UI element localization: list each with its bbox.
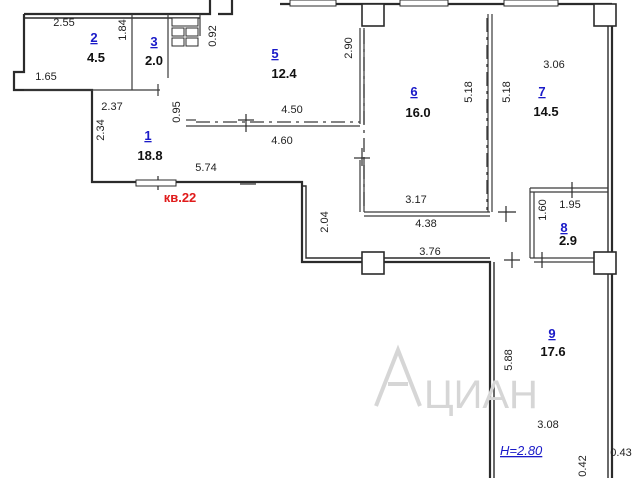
room-number-7: 7 bbox=[538, 84, 545, 99]
dim-2.55: 2.55 bbox=[53, 17, 74, 29]
room-area-1: 18.8 bbox=[137, 148, 162, 163]
dim-4.38: 4.38 bbox=[415, 218, 436, 230]
dim-4.50: 4.50 bbox=[281, 104, 302, 116]
room-area-9: 17.6 bbox=[540, 344, 565, 359]
dim-2.34: 2.34 bbox=[95, 119, 107, 140]
dim-1.65: 1.65 bbox=[35, 71, 56, 83]
room-number-1: 1 bbox=[144, 128, 151, 143]
room-number-2: 2 bbox=[90, 30, 97, 45]
dim-5.88: 5.88 bbox=[503, 349, 515, 370]
room-number-5: 5 bbox=[271, 46, 278, 61]
dim-4.60: 4.60 bbox=[271, 135, 292, 147]
dim-0.43: 0.43 bbox=[610, 447, 631, 459]
watermark-text: ЦИАН bbox=[424, 373, 538, 417]
room-area-5: 12.4 bbox=[271, 66, 297, 81]
room-number-3: 3 bbox=[150, 34, 157, 49]
room-areas: 18.8 4.5 2.0 12.4 16.0 14.5 2.9 17.6 bbox=[87, 50, 577, 359]
dim-5.18-left: 5.18 bbox=[463, 81, 475, 102]
room-number-9: 9 bbox=[548, 326, 555, 341]
dim-0.95: 0.95 bbox=[171, 101, 183, 122]
dim-3.08: 3.08 bbox=[537, 419, 558, 431]
dimensions-vertical: 1.84 0.92 2.90 0.95 2.34 5.18 5.18 1.60 … bbox=[95, 19, 589, 476]
dimensions-horizontal: 2.55 3.06 1.65 2.37 4.50 4.60 5.74 3.17 … bbox=[35, 17, 631, 459]
dim-0.92: 0.92 bbox=[207, 25, 219, 46]
watermark: ЦИАН bbox=[374, 344, 538, 417]
dim-0.42: 0.42 bbox=[577, 455, 589, 476]
room-area-2: 4.5 bbox=[87, 50, 105, 65]
room-number-6: 6 bbox=[410, 84, 417, 99]
dim-5.18-right: 5.18 bbox=[501, 81, 513, 102]
dim-5.74: 5.74 bbox=[195, 162, 216, 174]
room-numbers: 1 2 3 5 6 7 8 9 bbox=[90, 30, 567, 341]
columns bbox=[361, 3, 617, 275]
dim-1.95: 1.95 bbox=[559, 199, 580, 211]
dim-1.60: 1.60 bbox=[537, 199, 549, 220]
room-area-8: 2.9 bbox=[559, 233, 577, 248]
vent-block bbox=[171, 17, 199, 47]
room-area-3: 2.0 bbox=[145, 53, 163, 68]
dashed-lines bbox=[196, 18, 488, 210]
dim-3.76: 3.76 bbox=[419, 246, 440, 258]
opening-ticks bbox=[157, 114, 573, 268]
room-area-6: 16.0 bbox=[405, 105, 430, 120]
dim-1.84: 1.84 bbox=[117, 19, 129, 40]
dim-2.04: 2.04 bbox=[319, 211, 331, 232]
room-number-8: 8 bbox=[560, 220, 567, 235]
room-area-7: 14.5 bbox=[533, 104, 558, 119]
dim-3.17: 3.17 bbox=[405, 194, 426, 206]
apartment-label: кв.22 bbox=[164, 190, 197, 205]
dim-2.37: 2.37 bbox=[101, 101, 122, 113]
windows bbox=[135, 0, 559, 187]
dim-2.90: 2.90 bbox=[343, 37, 355, 58]
partitions bbox=[24, 14, 608, 263]
ceiling-height-label: H=2.80 bbox=[500, 443, 543, 458]
dim-3.06: 3.06 bbox=[543, 59, 564, 71]
